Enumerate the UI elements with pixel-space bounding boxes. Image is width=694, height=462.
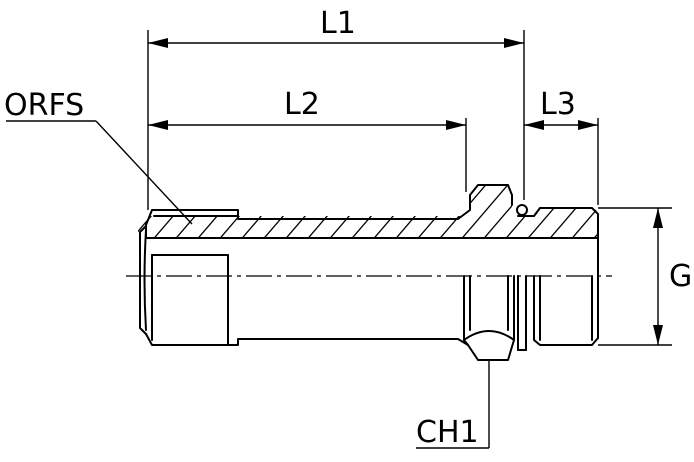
hatch-line <box>319 185 381 239</box>
fitting-outline <box>139 184 599 361</box>
dimension-l3: L3 <box>524 87 598 130</box>
hatch-line <box>583 185 598 239</box>
extension-lines <box>147 30 672 346</box>
l1-label: L1 <box>320 6 356 41</box>
hatch-line <box>539 185 598 239</box>
ch1-label: CH1 <box>416 415 479 450</box>
leader-ch1: CH1 <box>416 360 490 450</box>
hatch-line <box>253 185 315 239</box>
l3-label: L3 <box>540 87 576 122</box>
hatch-line <box>451 185 513 239</box>
hatch-line <box>363 185 425 239</box>
hatch-line <box>672 180 694 250</box>
hatch-line <box>385 185 447 239</box>
hatch-line <box>429 185 491 239</box>
leader-orfs: ORFS <box>4 88 193 225</box>
orfs-label: ORFS <box>4 88 84 123</box>
hatch-line <box>561 185 598 239</box>
hatch-line <box>231 185 293 239</box>
hatch-line <box>275 185 337 239</box>
dimension-l2: L2 <box>148 87 466 130</box>
dimension-l1: L1 <box>148 6 524 48</box>
g-label: G <box>669 259 692 294</box>
l2-label: L2 <box>284 87 320 122</box>
hatch-line <box>407 185 469 239</box>
hatch-line <box>341 185 403 239</box>
hatch-line <box>297 185 359 239</box>
dimension-g: G <box>653 208 692 345</box>
